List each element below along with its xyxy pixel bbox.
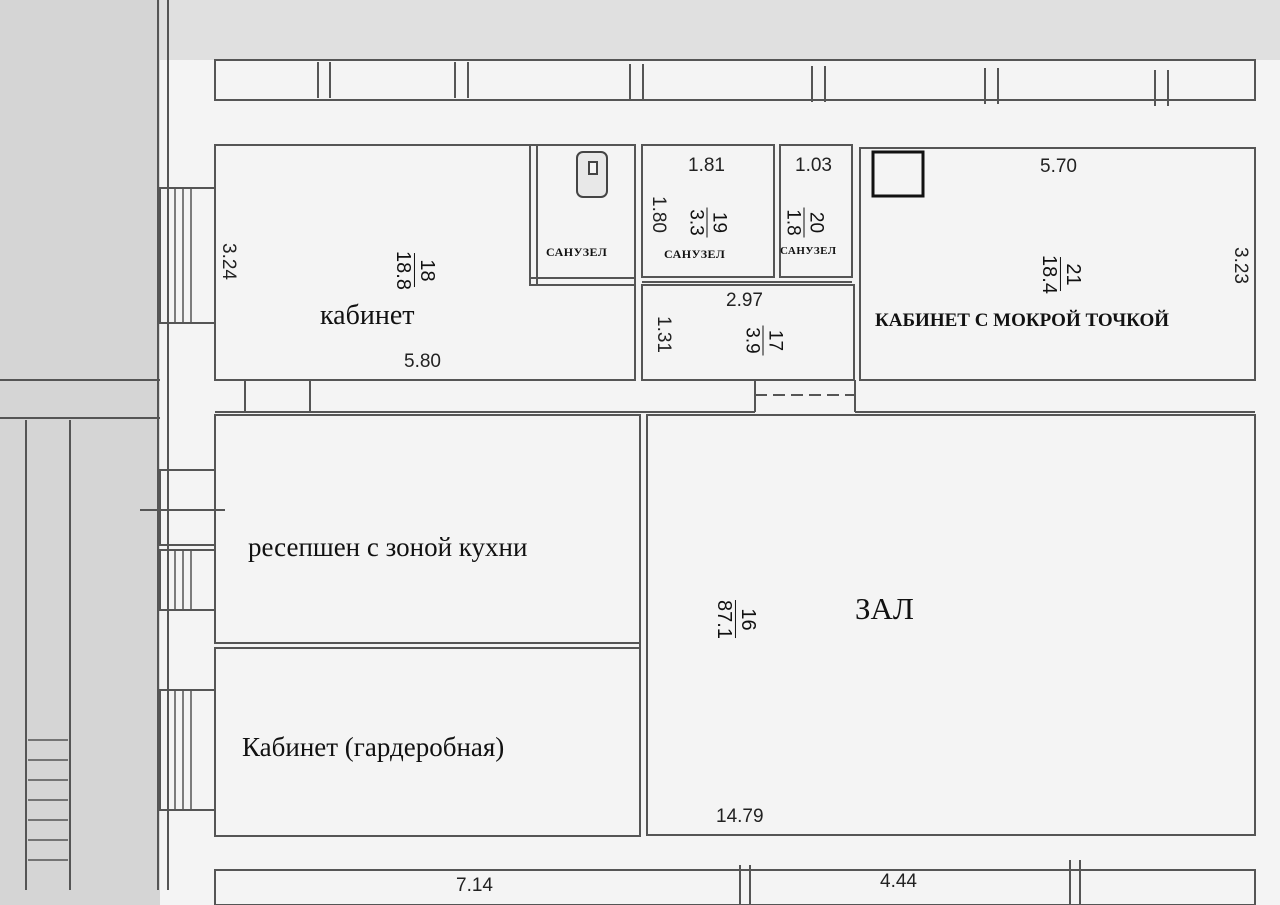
bath2-room-number: 19 xyxy=(708,211,730,234)
bath2-area: 3.3 xyxy=(685,209,707,236)
bath2-room-label: САНУЗЕЛ xyxy=(664,247,726,261)
wet-office-room-number: 21 xyxy=(1061,263,1084,286)
bath3-area-fraction: 20 1.8 xyxy=(782,207,827,238)
shaded-margin-top xyxy=(160,0,1280,60)
room-hall-wall xyxy=(646,414,1256,836)
wet-office-room-label: КАБИНЕТ С МОКРОЙ ТОЧКОЙ xyxy=(875,310,1170,331)
bath2-area-fraction: 19 3.3 xyxy=(685,207,730,238)
office-room-label: кабинет xyxy=(320,300,415,331)
corridor-room-number: 17 xyxy=(764,329,786,352)
bath3-room-label: САНУЗЕЛ xyxy=(780,245,837,257)
room-wet-office-wall xyxy=(859,147,1256,381)
corridor-width-dim: 2.97 xyxy=(726,290,763,311)
office-depth-dim: 3.24 xyxy=(217,243,239,280)
room-bath3-wall xyxy=(779,144,853,278)
corridor-area-fraction: 17 3.9 xyxy=(741,325,786,356)
bath2-depth-dim: 1.80 xyxy=(647,196,669,233)
office-room-number: 18 xyxy=(415,259,438,282)
ventilation-shaft xyxy=(871,150,925,198)
hall-area: 87.1 xyxy=(712,600,735,639)
toilet-fixture xyxy=(576,151,608,198)
shaded-margin-left xyxy=(0,0,160,905)
room-bath2-wall xyxy=(641,144,775,278)
wet-office-area-fraction: 21 18.4 xyxy=(1037,255,1084,294)
room-bath1-wall xyxy=(529,144,636,286)
room-reception-wall xyxy=(214,414,641,644)
bath3-room-number: 20 xyxy=(805,211,827,234)
corridor-depth-dim: 1.31 xyxy=(652,316,674,353)
bottom-right-dim: 4.44 xyxy=(880,871,917,892)
wardrobe-room-label: Кабинет (гардеробная) xyxy=(242,732,505,762)
wet-office-area: 18.4 xyxy=(1037,255,1060,294)
hall-area-fraction: 16 87.1 xyxy=(712,600,759,639)
reception-room-label: ресепшен с зоной кухни xyxy=(248,532,528,562)
bath1-room-label: САНУЗЕЛ xyxy=(546,245,608,259)
hall-room-label: ЗАЛ xyxy=(855,591,914,626)
room-corridor-wall xyxy=(641,284,855,381)
bath3-width-dim: 1.03 xyxy=(795,155,832,176)
bath2-width-dim: 1.81 xyxy=(688,155,725,176)
hall-width-dim: 14.79 xyxy=(716,806,764,827)
top-wall-band xyxy=(214,59,1256,101)
wet-office-depth-dim: 3.23 xyxy=(1229,247,1251,284)
bottom-left-dim: 7.14 xyxy=(456,875,493,896)
office-area: 18.8 xyxy=(391,251,414,290)
stair-hatching xyxy=(28,188,192,861)
wet-office-width-dim: 5.70 xyxy=(1040,156,1077,177)
office-width-dim: 5.80 xyxy=(404,351,441,372)
office-area-fraction: 18 18.8 xyxy=(391,251,438,290)
corridor-area: 3.9 xyxy=(741,327,763,354)
bath3-area: 1.8 xyxy=(782,209,804,236)
hall-room-number: 16 xyxy=(736,608,759,631)
